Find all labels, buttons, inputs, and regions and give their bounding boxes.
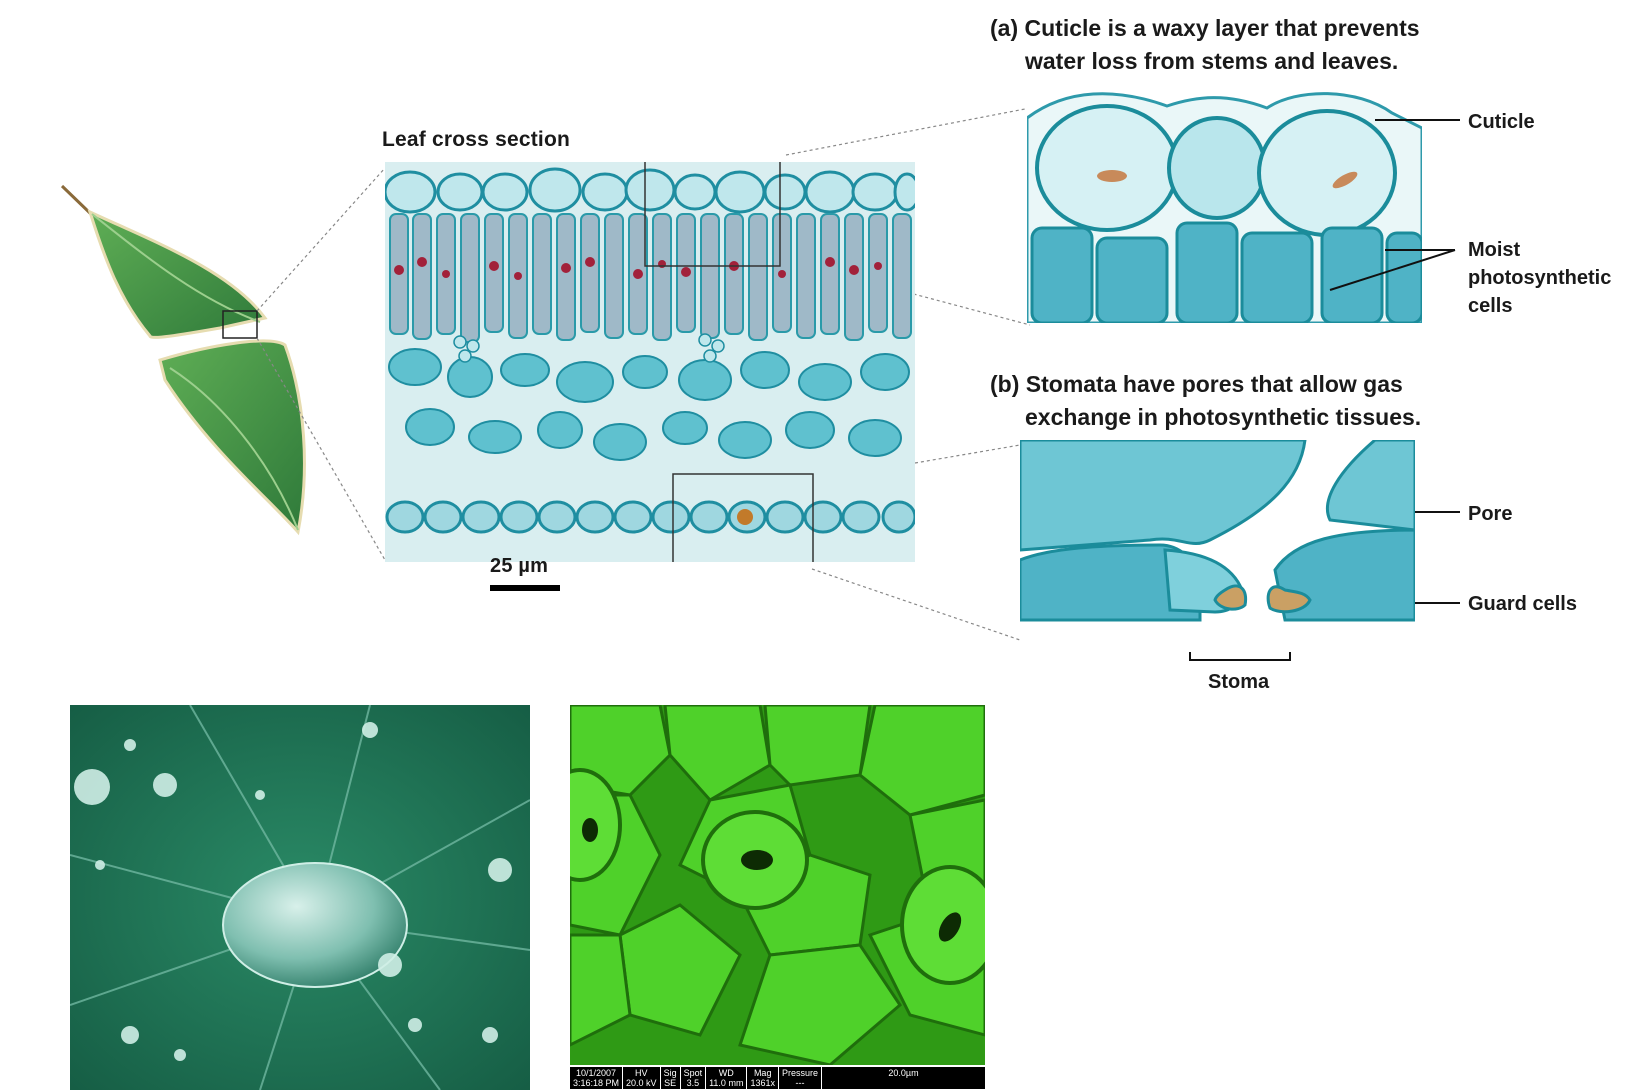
label-pore: Pore	[1468, 503, 1513, 525]
sem-spot-value: 3.5	[686, 1078, 700, 1088]
label-cuticle: Cuticle	[1468, 111, 1535, 133]
sem-mag-value: 1361x	[750, 1078, 775, 1088]
label-moist-line3: cells	[1468, 295, 1513, 317]
sem-scale: 20.0µm	[888, 1068, 919, 1078]
sem-mag-cell: Mag 1361x	[747, 1067, 779, 1089]
sem-date-cell: 10/1/2007 3:16:18 PM	[570, 1067, 624, 1089]
cross-section-title: Leaf cross section	[382, 128, 571, 151]
panel-b-heading-line1: Stomata have pores that allow gas	[1025, 371, 1403, 397]
sem-spot-cell: Spot 3.5	[681, 1067, 707, 1089]
stomata-illustration	[1020, 440, 1415, 650]
sem-time: 3:16:18 PM	[573, 1078, 620, 1088]
sem-mag-label: Mag	[753, 1068, 772, 1078]
sem-hv-label: HV	[635, 1068, 648, 1078]
label-guard-cells: Guard cells	[1468, 593, 1577, 615]
sem-pressure-label: Pressure	[781, 1068, 818, 1078]
label-stoma: Stoma	[1208, 671, 1270, 693]
leaf-cross-section-micrograph	[385, 162, 915, 562]
sem-pressure-cell: Pressure ---	[779, 1067, 822, 1089]
sem-hv-value: 20.0 kV	[626, 1078, 657, 1088]
panel-a-heading-line2: water loss from stems and leaves.	[1025, 48, 1399, 74]
panel-a-heading: (a) Cuticle is a waxy layer that prevent…	[990, 12, 1420, 78]
panel-a-heading-line1: Cuticle is a waxy layer that prevents	[1024, 15, 1420, 41]
panel-b-heading: (b) Stomata have pores that allow gas ex…	[990, 368, 1421, 434]
sem-sig-cell: Sig SE	[661, 1067, 681, 1089]
sem-wd-cell: WD 11.0 mm	[706, 1067, 748, 1089]
sem-sig-value: SE	[664, 1078, 677, 1088]
sem-date: 10/1/2007	[575, 1068, 617, 1078]
sem-pressure-value: ---	[795, 1078, 805, 1088]
label-moist-cells: Moist photosynthetic cells	[1468, 236, 1611, 320]
sem-stomata-photo	[570, 705, 985, 1065]
leaf-illustration	[60, 184, 306, 536]
scale-bar	[490, 585, 560, 591]
sem-hv-cell: HV 20.0 kV	[623, 1067, 661, 1089]
panel-a-letter: (a)	[990, 15, 1019, 41]
scale-bar-label: 25 µm	[490, 555, 549, 577]
sem-scale-cell: 20.0µm	[822, 1067, 985, 1089]
sem-info-bar: 10/1/2007 3:16:18 PM HV 20.0 kV Sig SE S…	[570, 1067, 985, 1089]
sem-wd-value: 11.0 mm	[709, 1078, 744, 1088]
panel-b-letter: (b)	[990, 371, 1020, 397]
sem-spot-label: Spot	[683, 1068, 703, 1078]
sem-sig-label: Sig	[663, 1068, 677, 1078]
water-droplet-photo	[70, 705, 530, 1090]
sem-wd-label: WD	[718, 1068, 734, 1078]
cuticle-illustration	[1027, 88, 1422, 323]
label-moist-line2: photosynthetic	[1468, 267, 1612, 289]
label-moist-line1: Moist	[1468, 239, 1521, 261]
panel-b-heading-line2: exchange in photosynthetic tissues.	[1025, 404, 1422, 430]
